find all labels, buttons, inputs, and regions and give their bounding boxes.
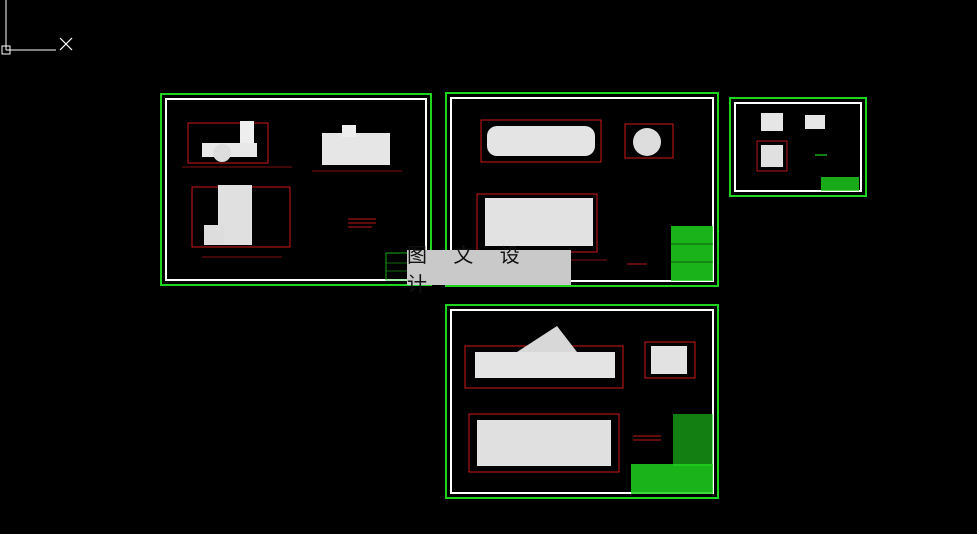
sheet-3-frame xyxy=(734,102,862,192)
drawing-sheet-1[interactable] xyxy=(160,93,432,286)
drawing-sheet-4[interactable] xyxy=(445,304,719,499)
sheet-4-drawing xyxy=(464,326,713,494)
watermark-label: 图 文 设 计 xyxy=(407,243,571,296)
sheet-2-drawing xyxy=(467,119,713,281)
sheet-1-drawing xyxy=(182,121,425,281)
drawing-sheet-3[interactable] xyxy=(729,97,867,197)
ucs-crosshair-icon xyxy=(1,0,73,55)
sheet-2-frame xyxy=(450,97,714,282)
sheet-3-drawing xyxy=(756,113,859,191)
sheet-1-frame xyxy=(165,98,427,281)
sheet-4-frame xyxy=(450,309,714,494)
